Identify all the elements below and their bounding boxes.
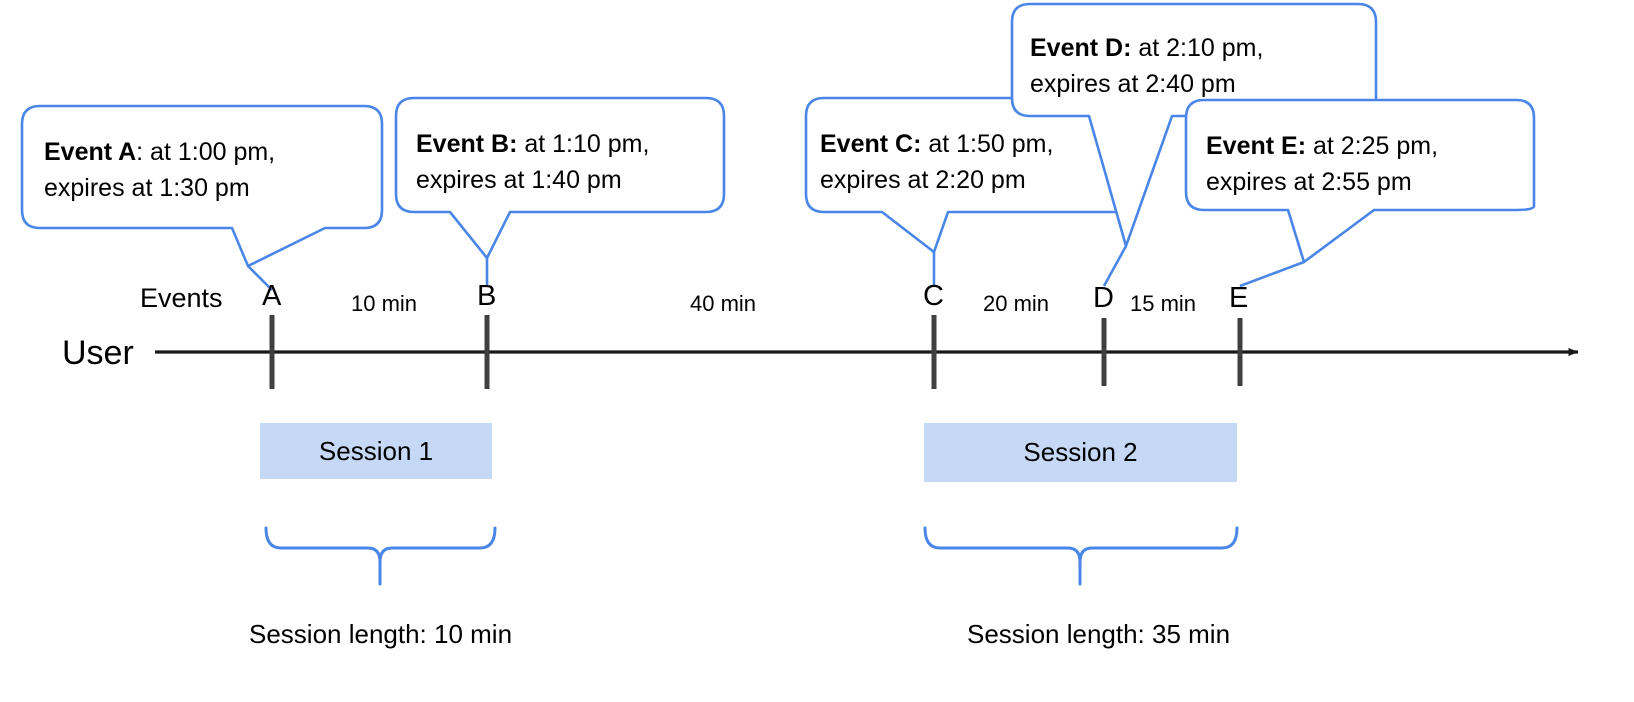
marker-label-a: A: [262, 280, 282, 312]
gap-label-d-e: 15 min: [1130, 291, 1197, 316]
session-2-brace: [923, 526, 1239, 564]
session-bar-1-label: Session 1: [318, 435, 434, 466]
callout-e-leader: [1239, 260, 1305, 288]
gap-label-a-b: 10 min: [351, 291, 418, 316]
session-bar-2: Session 2: [924, 423, 1237, 482]
callout-b-shape: [394, 96, 726, 260]
marker-label-c: C: [923, 280, 944, 312]
marker-label-e: E: [1229, 282, 1249, 314]
gap-label-b-c: 40 min: [690, 291, 757, 316]
callout-d-leader: [1102, 245, 1128, 287]
events-lane-label: Events: [140, 283, 223, 313]
session-1-brace: [264, 526, 497, 564]
user-lane-label: User: [62, 334, 134, 372]
marker-label-d: D: [1093, 282, 1114, 314]
callout-e-shape: [1184, 98, 1536, 264]
session-bar-1: Session 1: [260, 423, 492, 479]
gap-label-c-d: 20 min: [983, 291, 1050, 316]
callout-a-shape: [20, 104, 384, 268]
session-1-caption: Session length: 10 min: [249, 619, 513, 649]
marker-label-b: B: [477, 280, 497, 312]
callout-a-leader: [247, 265, 273, 291]
session-2-caption: Session length: 35 min: [967, 619, 1231, 649]
session-bar-2-label: Session 2: [1023, 437, 1138, 467]
